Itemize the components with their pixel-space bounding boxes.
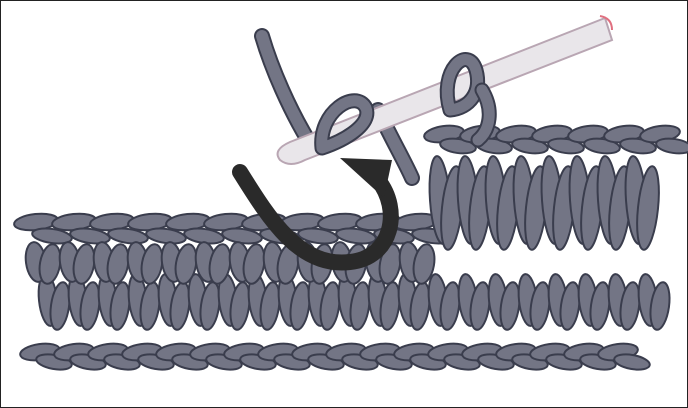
stitch [655,137,688,156]
curved-arrow-icon [240,158,392,263]
stitch [613,352,651,372]
